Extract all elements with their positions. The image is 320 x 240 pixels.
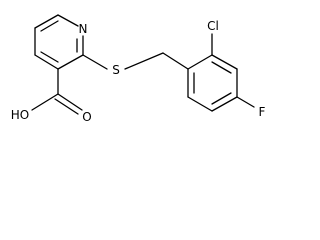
bond-c3-c4: [34, 54, 59, 70]
carboxylic-acid-group: [31, 68, 83, 115]
atom-s-background: [110, 63, 122, 77]
bond-b4-b5-double: [211, 92, 232, 105]
bond-c-o-double: [54, 98, 79, 115]
bond-c-oh: [31, 93, 59, 111]
bond-b2-b3: [211, 54, 238, 70]
bond-b4-f: [236, 96, 255, 108]
chemical-structure: N S Cl F HO O: [11, 14, 266, 124]
bond-b4-b5: [211, 96, 238, 112]
substituent-bonds: [211, 33, 255, 108]
atom-s-label: S: [112, 63, 120, 77]
bond-b2-b3-double: [211, 61, 232, 74]
atom-f-label: F: [259, 105, 266, 119]
thioether-linker: [82, 52, 189, 70]
atom-labels: N S Cl F HO O: [11, 19, 266, 124]
bond-b5-b6: [187, 96, 213, 112]
bond-c-o: [57, 93, 83, 111]
atom-o-label: O: [82, 110, 91, 124]
bond-c2-s: [82, 54, 108, 70]
atom-cl-label: Cl: [207, 19, 219, 33]
bond-c5-c6: [34, 14, 59, 29]
bond-c3-c4-double: [40, 51, 59, 63]
atom-n-label: N: [79, 22, 88, 36]
pyridine-ring: [34, 14, 84, 70]
bond-c6-n1: [57, 14, 79, 27]
bond-c5-c6-double: [40, 20, 59, 32]
bond-ch2-c1prime: [162, 52, 189, 70]
atom-oh-label: HO: [11, 108, 29, 122]
benzene-ring: [187, 54, 238, 112]
bond-b1-b2: [187, 54, 213, 70]
bond-c2-c3: [57, 54, 84, 70]
bond-s-ch2: [124, 52, 164, 70]
